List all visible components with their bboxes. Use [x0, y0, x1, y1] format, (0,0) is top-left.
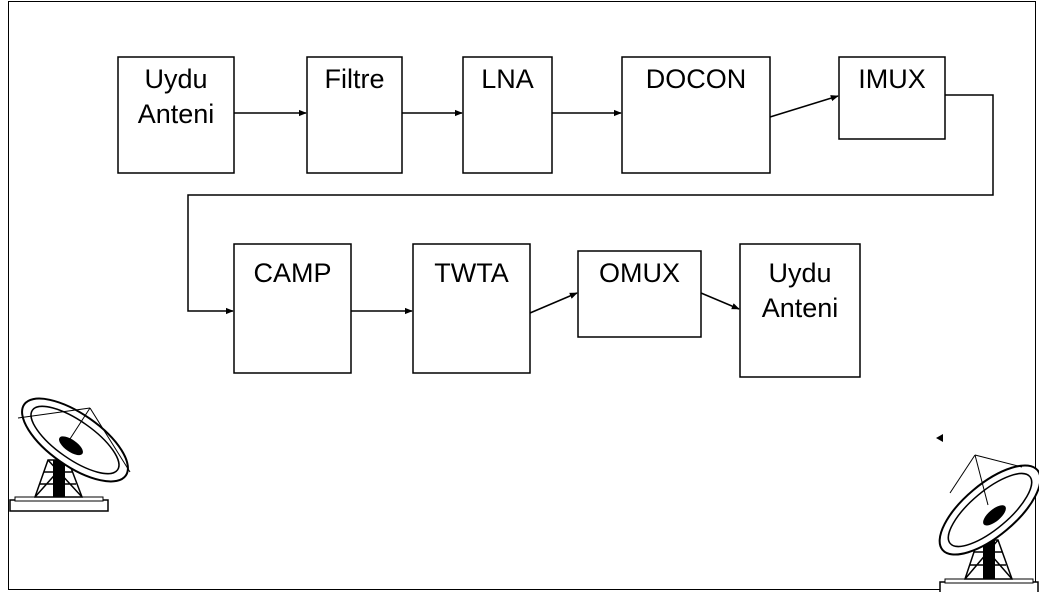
arrow-docon-imux: [770, 96, 838, 117]
block-imux: IMUX: [839, 57, 945, 139]
block-docon: DOCON: [622, 57, 770, 173]
satellite-dish-icon: [926, 450, 1039, 592]
block-filtre-label: Filtre: [325, 64, 385, 94]
stray-arrowhead: [936, 434, 943, 442]
block-uydu-anteni-1: Uydu Anteni: [118, 57, 234, 173]
block-camp: CAMP: [234, 244, 351, 373]
block-twta-label: TWTA: [434, 258, 508, 288]
block-lna-label: LNA: [481, 64, 534, 94]
block-lna: LNA: [463, 57, 552, 173]
arrow-omux-uydu: [701, 293, 739, 309]
block-filtre: Filtre: [307, 57, 402, 173]
block-uydu-anteni-1-line2: Anteni: [138, 99, 215, 129]
satellite-dish-icon: [9, 383, 140, 511]
arrow-twta-omux: [530, 293, 577, 313]
block-uydu-anteni-1-line1: Uydu: [144, 64, 207, 94]
block-uydu-anteni-2-line2: Anteni: [762, 293, 839, 323]
block-omux-label: OMUX: [599, 258, 680, 288]
block-twta: TWTA: [413, 244, 530, 373]
block-imux-label: IMUX: [858, 64, 926, 94]
block-docon-label: DOCON: [646, 64, 747, 94]
block-camp-label: CAMP: [253, 258, 331, 288]
block-uydu-anteni-2-line1: Uydu: [768, 258, 831, 288]
block-omux: OMUX: [578, 251, 701, 337]
block-uydu-anteni-2: Uydu Anteni: [740, 244, 860, 377]
